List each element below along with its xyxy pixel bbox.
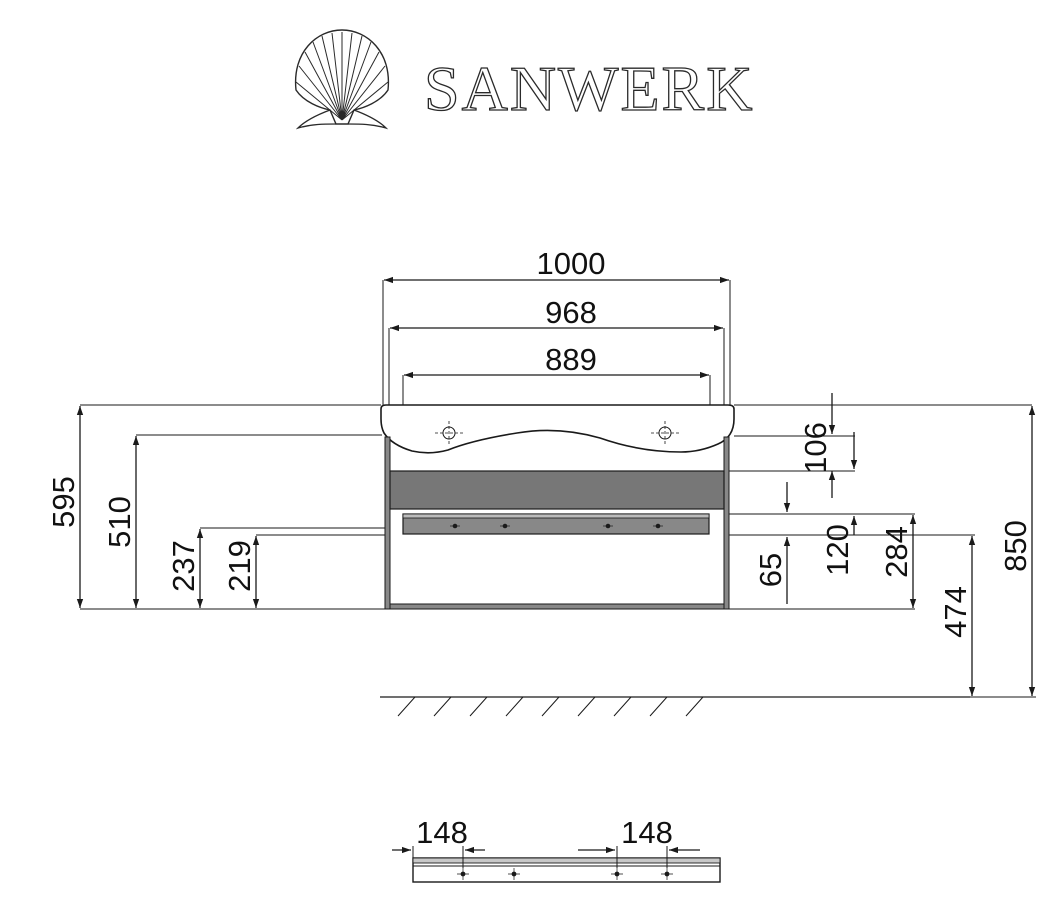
dimension-drawer-thickness: 65	[729, 482, 975, 604]
countertop	[380, 404, 735, 454]
dimension-detail-right-spacing: 148	[578, 815, 700, 854]
svg-text:284: 284	[879, 526, 914, 578]
drawer-screws	[450, 523, 663, 529]
svg-text:889: 889	[545, 342, 597, 377]
svg-text:850: 850	[998, 520, 1033, 572]
right-side-panel	[723, 436, 730, 610]
dimension-basin-width: 889	[402, 342, 711, 405]
svg-text:237: 237	[166, 540, 201, 592]
svg-text:595: 595	[46, 476, 81, 528]
dimension-drawer-bottom-height: 219	[222, 534, 385, 608]
dimension-top-thickness: 106	[734, 393, 1032, 498]
svg-text:219: 219	[222, 540, 257, 592]
detail-screws	[457, 868, 673, 880]
bottom-shelf	[389, 603, 725, 610]
faucet-hole-right	[651, 421, 679, 445]
dimension-total-height: 850	[970, 406, 1036, 698]
left-side-panel	[384, 436, 391, 610]
dimension-drawer-top-height: 237	[166, 527, 385, 608]
dimension-countertop-height: 595	[46, 404, 381, 608]
upper-panel	[389, 470, 725, 510]
svg-text:106: 106	[798, 422, 833, 474]
svg-text:510: 510	[102, 496, 137, 548]
dimension-cabinet-height: 284	[879, 515, 917, 608]
drawer-detail-view	[412, 846, 721, 883]
floor-line	[380, 696, 970, 717]
faucet-hole-left	[435, 421, 463, 445]
dimension-floor-clearance: 474	[938, 536, 976, 696]
svg-text:148: 148	[416, 815, 468, 850]
svg-text:120: 120	[820, 524, 855, 576]
dimension-basin-top-height: 510	[102, 434, 382, 608]
cabinet-front-view	[380, 404, 735, 610]
svg-text:474: 474	[938, 586, 973, 638]
dimension-top-gap: 120	[729, 432, 915, 576]
svg-text:65: 65	[753, 553, 788, 587]
dimension-inner-width: 968	[388, 295, 725, 405]
dimension-overall-width: 1000	[382, 246, 731, 405]
dimension-detail-left-spacing: 148	[392, 815, 485, 858]
scallop-shell-icon	[294, 29, 390, 130]
svg-text:148: 148	[621, 815, 673, 850]
svg-text:968: 968	[545, 295, 597, 330]
svg-text:1000: 1000	[537, 246, 606, 281]
brand-name: SANWERK	[424, 53, 754, 124]
